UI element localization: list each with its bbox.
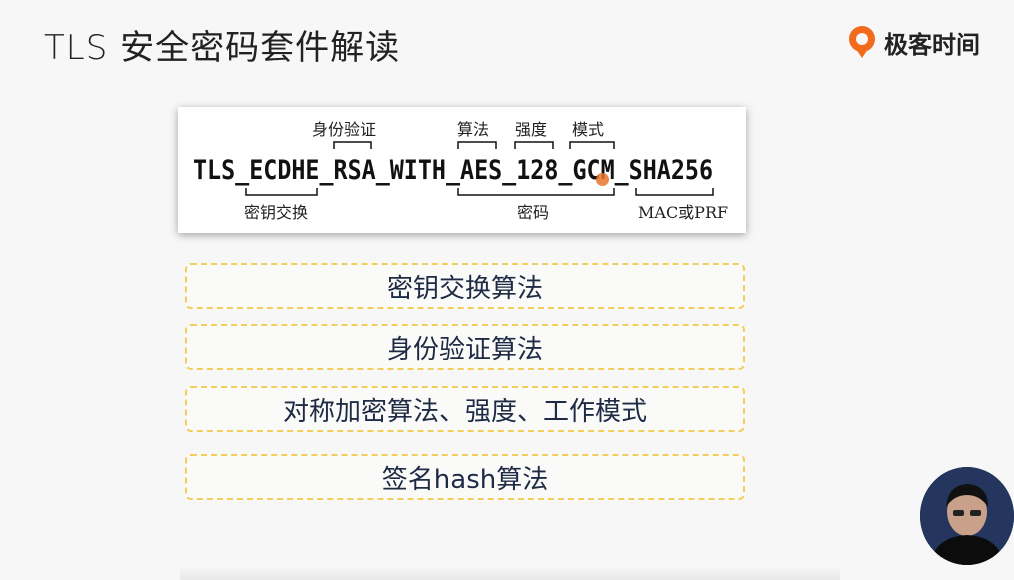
bracket-authentication <box>333 141 372 149</box>
label-algorithm: 算法 <box>457 120 489 139</box>
label-cipher: 密码 <box>517 203 549 222</box>
bracket-strength <box>514 141 554 149</box>
geektime-logo-icon <box>849 26 875 58</box>
presenter-video <box>920 467 1014 565</box>
presenter-avatar-icon <box>920 467 1014 565</box>
pointer-cursor-icon <box>596 173 609 186</box>
page-title: TLS 安全密码套件解读 <box>44 28 401 68</box>
cipher-suite-diagram: 身份验证 算法 强度 模式 TLS_ECDHE_RSA_WITH_AES_128… <box>193 120 728 222</box>
bracket-mode <box>569 141 615 149</box>
label-strength: 强度 <box>515 120 547 139</box>
cipher-suite-figure: 身份验证 算法 强度 模式 TLS_ECDHE_RSA_WITH_AES_128… <box>178 107 746 233</box>
bracket-cipher <box>457 188 615 196</box>
label-authentication: 身份验证 <box>312 120 376 139</box>
item-symmetric-cipher: 对称加密算法、强度、工作模式 <box>185 386 745 432</box>
slide-bottom-edge <box>180 566 840 580</box>
brand: 极客时间 <box>846 24 980 60</box>
label-mode: 模式 <box>572 120 604 139</box>
brand-name: 极客时间 <box>884 30 980 59</box>
bracket-key-exchange <box>245 188 318 196</box>
item-authentication: 身份验证算法 <box>185 324 745 370</box>
bracket-mac <box>635 188 714 196</box>
item-signature-hash: 签名hash算法 <box>185 454 745 500</box>
cipher-suite-string: TLS_ECDHE_RSA_WITH_AES_128_GCM_SHA256 <box>193 155 713 186</box>
bracket-algorithm <box>457 141 497 149</box>
label-key-exchange: 密钥交换 <box>244 203 308 222</box>
item-key-exchange: 密钥交换算法 <box>185 263 745 309</box>
label-mac: MAC或PRF <box>638 203 728 222</box>
